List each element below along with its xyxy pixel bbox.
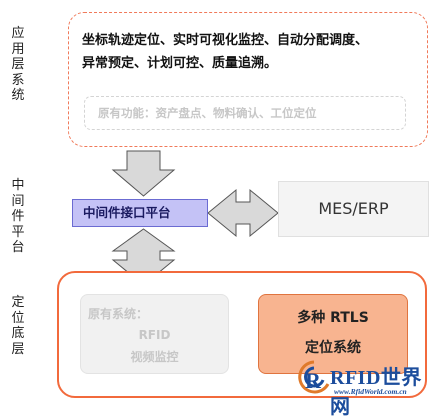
rfid-logo-icon: R bbox=[298, 360, 330, 394]
application-features-line-2: 异常预定、计划可控、质量追溯。 bbox=[82, 56, 278, 71]
logo-url-text: www.RfidWorld.com.cn bbox=[334, 387, 407, 396]
app-layer-side-label: 应用层系统 bbox=[11, 26, 25, 103]
rtls-line-2: 定位系统 bbox=[305, 340, 361, 356]
application-features-line-1: 坐标轨迹定位、实时可视化监控、自动分配调度、 bbox=[82, 33, 369, 48]
svg-text:R: R bbox=[305, 368, 322, 393]
application-features: 坐标轨迹定位、实时可视化监控、自动分配调度、 异常预定、计划可控、质量追溯。 bbox=[82, 29, 417, 75]
legacy-systems-video: 视频监控 bbox=[130, 350, 179, 364]
rfidworld-logo: R RFID世界网 www.RfidWorld.com.cn bbox=[296, 358, 436, 418]
middleware-platform-box: 中间件接口平台 bbox=[72, 199, 208, 227]
arrow-middleware-mes bbox=[207, 188, 279, 238]
mes-erp-box: MES/ERP bbox=[278, 181, 429, 237]
legacy-systems-rfid: RFID bbox=[138, 328, 171, 342]
application-layer-box bbox=[68, 12, 428, 147]
legacy-systems-title: 原有系统： bbox=[88, 307, 149, 321]
rtls-box: 多种 RTLS 定位系统 bbox=[258, 294, 408, 374]
location-layer-side-label: 定位底层 bbox=[11, 295, 25, 357]
arrow-app-middleware bbox=[111, 150, 176, 197]
legacy-systems-box: 原有系统： RFID 视频监控 bbox=[80, 294, 229, 374]
rtls-line-1: 多种 RTLS bbox=[297, 310, 369, 326]
middleware-layer-side-label: 中间件平台 bbox=[11, 178, 25, 255]
legacy-functions-box: 原有功能：资产盘点、物料确认、工位定位 bbox=[84, 96, 406, 130]
